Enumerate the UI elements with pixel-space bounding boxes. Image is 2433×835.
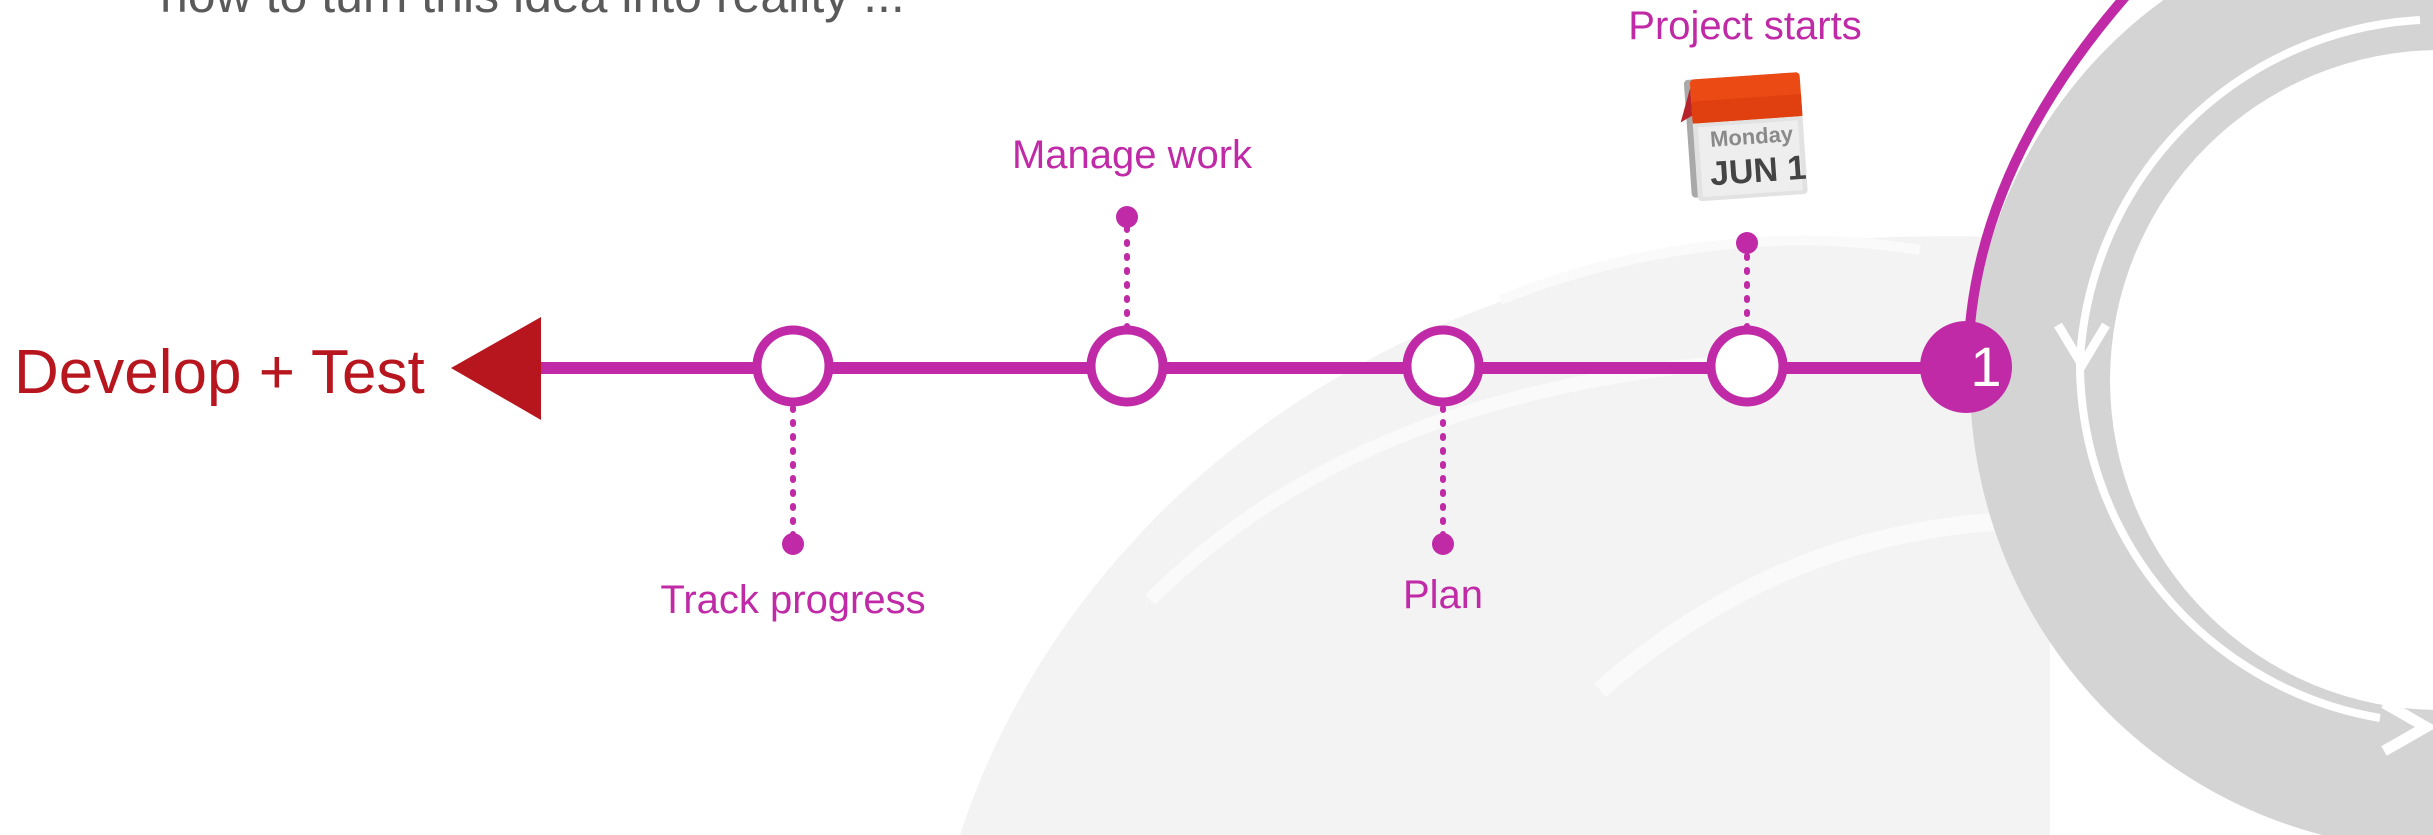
cycle-outer-arc <box>1963 0 2129 369</box>
milestone-node <box>1402 325 1484 407</box>
calendar-icon <box>1680 72 1808 202</box>
milestone-label-track-progress: Track progress <box>660 578 926 622</box>
slide-subtitle: how to turn this idea into reality ... <box>160 0 905 24</box>
milestone-node <box>752 325 834 407</box>
step-node <box>1920 321 2012 413</box>
step-number: 1 <box>1970 335 2002 398</box>
milestone-label-manage-work: Manage work <box>1011 133 1253 177</box>
calendar-date: JUN 1 <box>1708 148 1808 194</box>
milestone-label-plan: Plan <box>1402 573 1484 617</box>
timeline-arrow-icon <box>451 317 541 420</box>
milestone-label-project-starts: Project starts <box>1628 4 1862 48</box>
milestone-node <box>1706 325 1788 407</box>
timeline-start-label: Develop + Test <box>14 338 425 407</box>
cycle-arrow-right-icon <box>2381 698 2433 756</box>
cycle-arrow-down-icon <box>2054 322 2110 374</box>
milestone-node <box>1086 325 1168 407</box>
